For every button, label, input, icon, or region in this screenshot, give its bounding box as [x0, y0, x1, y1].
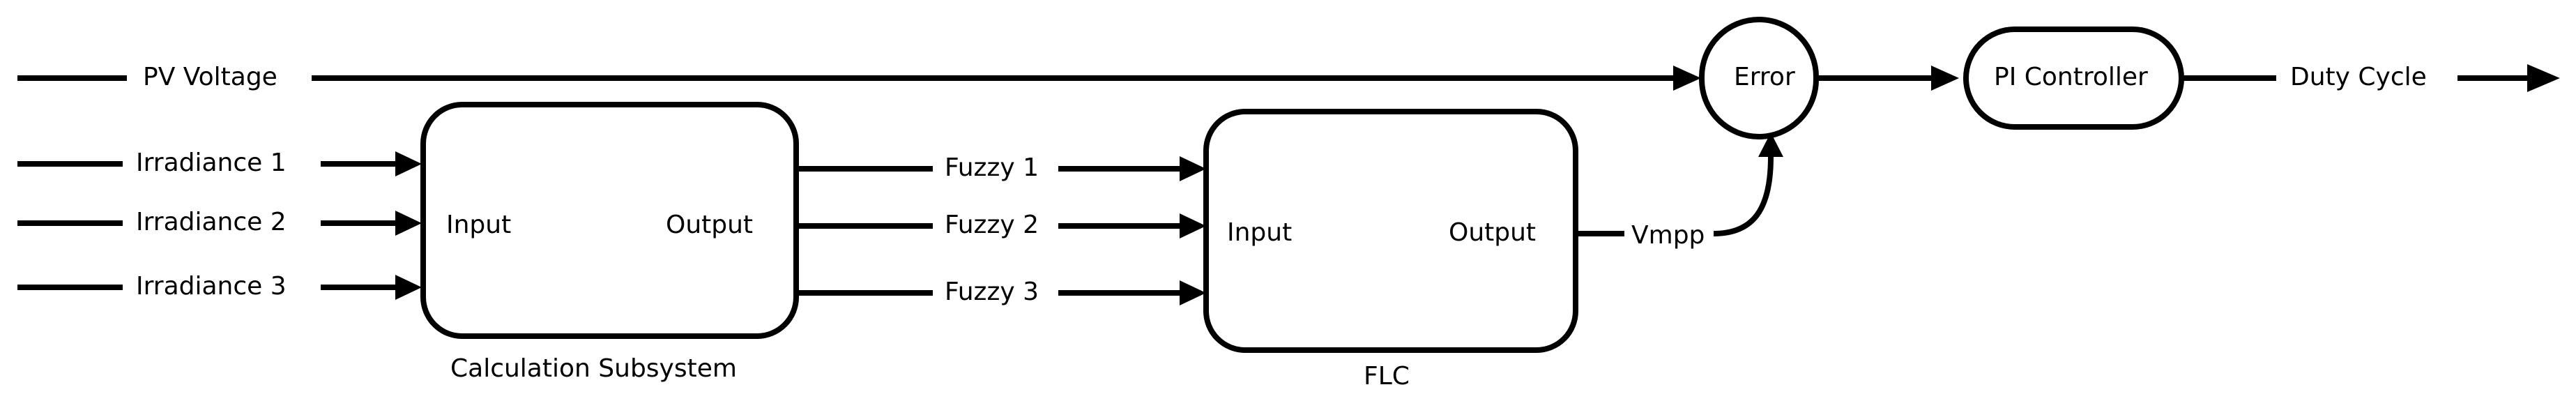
pv-voltage-arrowhead: [1673, 66, 1701, 91]
fuzzy-2-label: Fuzzy 2: [945, 211, 1039, 239]
vmpp-curve-line: [1713, 156, 1774, 236]
irradiance-1-arrowhead: [395, 151, 422, 176]
fuzzy-3-arrowhead: [1180, 280, 1206, 305]
calculation-subsystem-block: [420, 102, 799, 339]
error-label: Error: [1734, 63, 1795, 91]
irradiance-1-label-background: [123, 143, 321, 185]
calculation-subsystem-caption: Calculation Subsystem: [450, 354, 737, 383]
fuzzy-1-label: Fuzzy 1: [945, 153, 1039, 182]
error-to-pi-arrowhead: [1931, 66, 1959, 91]
fuzzy-2-label-background: [933, 205, 1058, 247]
pi-controller-block: [1963, 27, 2184, 130]
flc-output-label: Output: [1449, 218, 1536, 247]
fuzzy-1-label-background: [933, 148, 1058, 190]
fuzzy-3-label: Fuzzy 3: [945, 278, 1039, 306]
irradiance-2-label: Irradiance 2: [136, 208, 287, 236]
pi-controller-label: PI Controller: [1994, 63, 2148, 91]
flc-input-label: Input: [1227, 218, 1292, 247]
duty-cycle-label-background: [2276, 57, 2457, 99]
irradiance-1-label: Irradiance 1: [136, 149, 287, 177]
duty-cycle-arrowhead: [2527, 64, 2560, 92]
flc-block: [1203, 109, 1578, 353]
duty-cycle-label: Duty Cycle: [2290, 63, 2427, 91]
fuzzy-3-label-background: [933, 272, 1058, 314]
pv-voltage-label-background: [127, 57, 312, 99]
calculation-input-label: Input: [446, 211, 511, 239]
vmpp-arrowhead: [1758, 133, 1783, 157]
vmpp-label: Vmpp: [1631, 221, 1705, 250]
irradiance-2-arrowhead: [395, 211, 422, 236]
fuzzy-1-arrowhead: [1180, 156, 1206, 181]
fuzzy-2-arrowhead: [1180, 213, 1206, 239]
calculation-output-label: Output: [666, 211, 753, 239]
irradiance-3-label-background: [123, 266, 321, 308]
irradiance-2-label-background: [123, 202, 321, 244]
irradiance-3-arrowhead: [395, 275, 422, 300]
pv-voltage-label: PV Voltage: [143, 63, 277, 91]
error-block: [1699, 17, 1819, 139]
irradiance-3-label: Irradiance 3: [136, 272, 287, 301]
flc-caption: FLC: [1364, 362, 1410, 391]
